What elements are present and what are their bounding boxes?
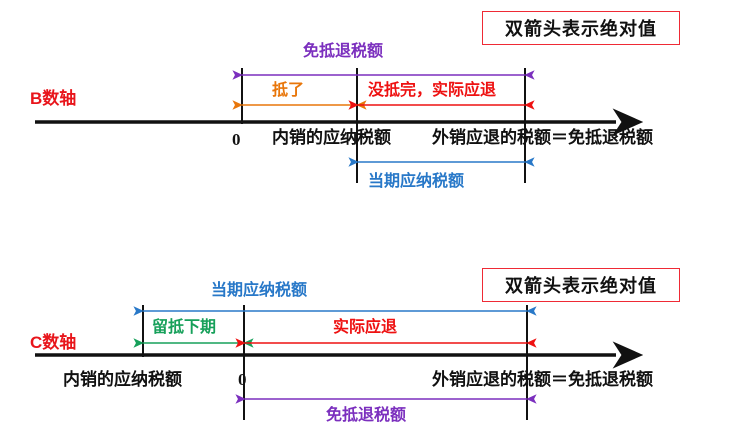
top-label-shijiyingtui: 没抵完，实际应退 — [368, 82, 497, 99]
top-label-mianditui: 免抵退税额 — [303, 43, 384, 60]
top-number-line — [35, 68, 644, 183]
top-zero-label: 0 — [232, 130, 241, 149]
bottom-number-line — [35, 305, 644, 420]
bottom-label-shijiyingtui: 实际应退 — [333, 319, 398, 336]
bottom-label-mianditui: 免抵退税额 — [326, 407, 407, 424]
top-label-dile: 抵了 — [272, 82, 305, 99]
note-box-top: 双箭头表示绝对值 — [482, 11, 680, 45]
bottom-tick-label-domestic: 内销的应纳税额 — [63, 370, 182, 389]
top-tick-label-export: 外销应退的税额＝免抵退税额 — [432, 128, 653, 147]
note-box-top-label: 双箭头表示绝对值 — [505, 19, 657, 39]
top-tick-label-domestic: 内销的应纳税额 — [272, 128, 391, 147]
top-axis-name: B数轴 — [30, 89, 77, 108]
bottom-axis-name: C数轴 — [30, 333, 77, 352]
bottom-label-dangqi: 当期应纳税额 — [211, 282, 308, 299]
bottom-zero-label: 0 — [238, 370, 247, 389]
bottom-label-liudi: 留抵下期 — [152, 319, 217, 336]
note-box-bottom-label: 双箭头表示绝对值 — [505, 276, 657, 296]
top-label-dangqi: 当期应纳税额 — [368, 173, 465, 190]
note-box-bottom: 双箭头表示绝对值 — [482, 268, 680, 302]
bottom-tick-label-export: 外销应退的税额＝免抵退税额 — [432, 370, 653, 389]
